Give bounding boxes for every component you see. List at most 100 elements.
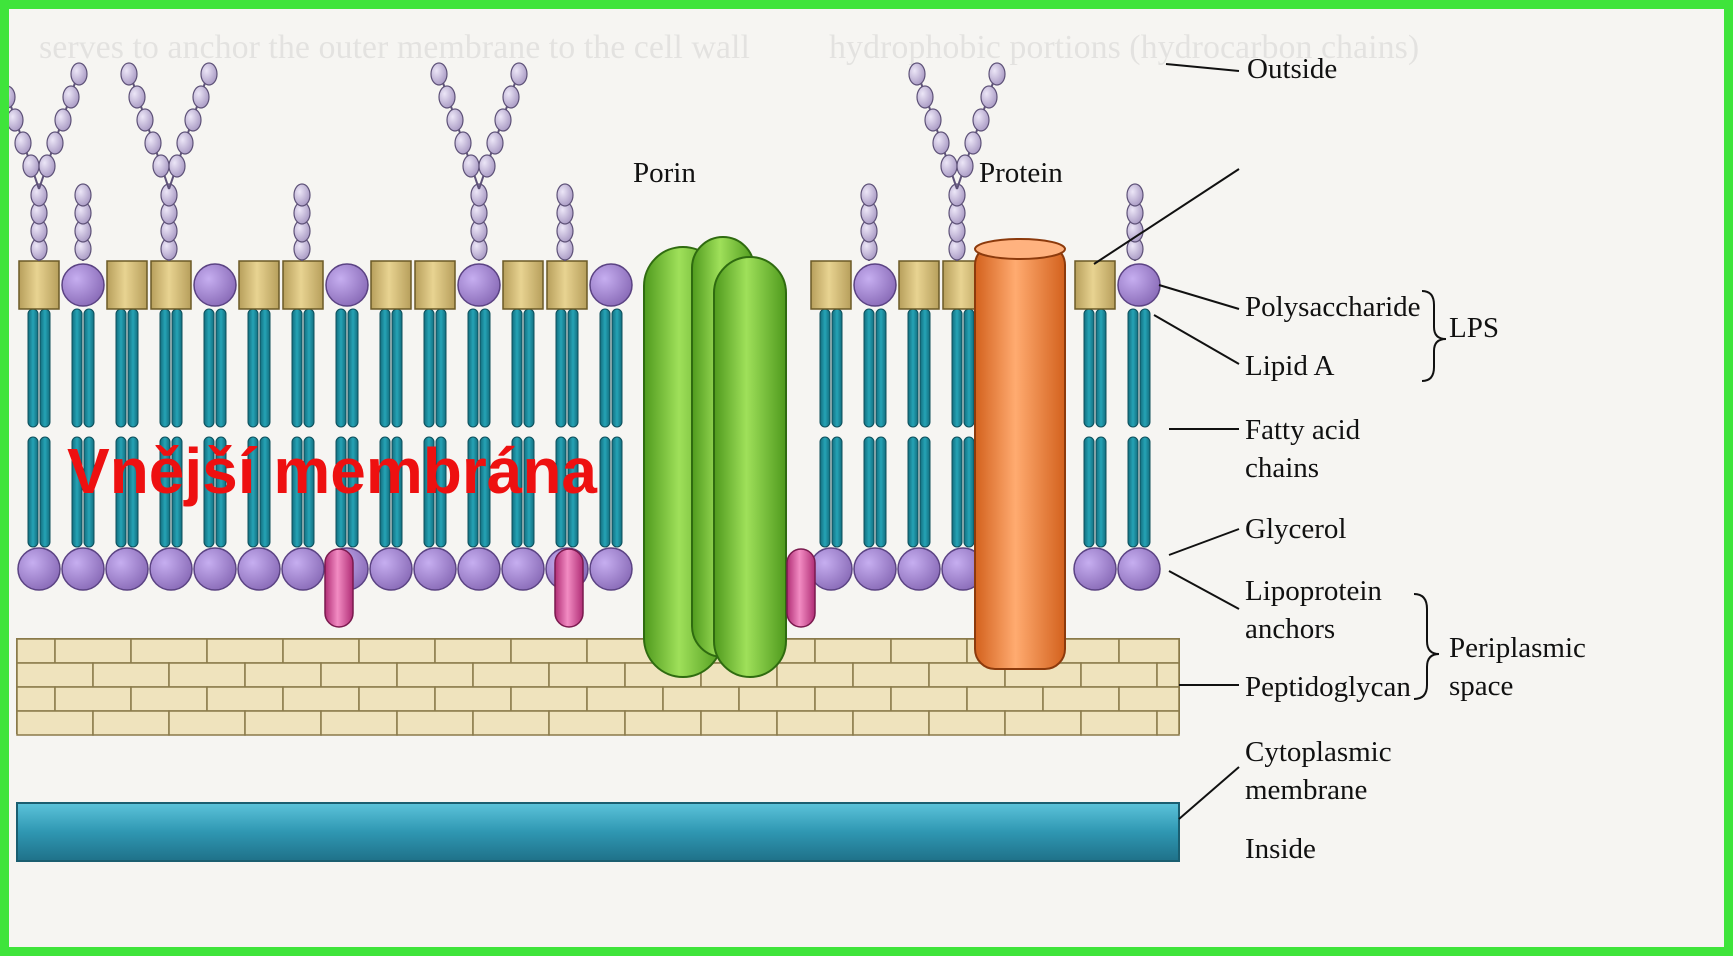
peptidoglycan-brick	[701, 711, 777, 735]
label-porin: Porin	[633, 159, 696, 188]
polysaccharide-bead	[487, 132, 503, 154]
polysaccharide-bead	[463, 155, 479, 177]
peptidoglycan-brick	[739, 687, 815, 711]
peptidoglycan-brick	[663, 687, 739, 711]
label-polysaccharide: Polysaccharide	[1245, 293, 1421, 322]
phospholipid-head	[326, 264, 368, 306]
polysaccharide-chain	[75, 184, 91, 261]
peptidoglycan-brick	[93, 711, 169, 735]
fatty-acid-tail	[380, 309, 390, 427]
glycerol-head	[282, 548, 324, 590]
fatty-acid-tail	[28, 437, 38, 547]
polysaccharide-bead	[431, 63, 447, 85]
peptidoglycan-brick	[1081, 663, 1157, 687]
polysaccharide-bead	[294, 184, 310, 206]
label-fatty-acid-chains: Fatty acid chains	[1245, 411, 1360, 487]
periplasmic-brace	[1414, 594, 1439, 699]
glycerol-head	[370, 548, 412, 590]
fatty-acid-tail	[72, 309, 82, 427]
phospholipid-head	[62, 264, 104, 306]
fatty-acid-tail	[832, 437, 842, 547]
peptidoglycan-brick	[1081, 711, 1157, 735]
peptidoglycan-brick	[17, 711, 93, 735]
fatty-acid-tail	[172, 309, 182, 427]
glycerol-head	[854, 548, 896, 590]
peptidoglycan-brick	[17, 639, 55, 663]
fatty-acid-tail	[964, 309, 974, 427]
fatty-acid-tail	[612, 437, 622, 547]
polysaccharide-bead	[447, 109, 463, 131]
phospholipid-head	[590, 264, 632, 306]
label-protein: Protein	[979, 159, 1063, 188]
fatty-acid-tail	[832, 309, 842, 427]
peptidoglycan-brick	[1157, 711, 1179, 735]
polysaccharide-bead	[495, 109, 511, 131]
fatty-acid-tail	[920, 437, 930, 547]
lipid-a-block	[151, 261, 191, 309]
fatty-acid-tail	[612, 309, 622, 427]
polysaccharide-bead	[503, 86, 519, 108]
polysaccharide-bead	[439, 86, 455, 108]
overlay-title: Vnější membrána	[67, 439, 597, 503]
polysaccharide-chain	[557, 184, 573, 261]
polysaccharide-bead	[941, 155, 957, 177]
polysaccharide-bead	[455, 132, 471, 154]
lipid-a-block	[503, 261, 543, 309]
peptidoglycan-brick	[17, 687, 55, 711]
peptidoglycan-brick	[967, 687, 1043, 711]
peptidoglycan-brick	[777, 711, 853, 735]
fatty-acid-tail	[392, 309, 402, 427]
fatty-acid-tail	[908, 437, 918, 547]
fatty-acid-tail	[600, 437, 610, 547]
fatty-acid-tail	[304, 309, 314, 427]
peptidoglycan-brick	[17, 663, 93, 687]
label-periplasmic-line1: Periplasmic	[1449, 629, 1586, 667]
label-cytoplasmic-line2: membrane	[1245, 771, 1392, 809]
label-cytoplasmic-membrane: Cytoplasmic membrane	[1245, 733, 1392, 809]
polysaccharide-bead	[479, 155, 495, 177]
polysaccharide-bead	[55, 109, 71, 131]
peptidoglycan-brick	[435, 639, 511, 663]
polysaccharide-bead	[63, 86, 79, 108]
fatty-acid-tail	[40, 309, 50, 427]
peptidoglycan-brick	[93, 663, 169, 687]
polysaccharide-bead	[185, 109, 201, 131]
polysaccharide-bead	[23, 155, 39, 177]
polysaccharide-chain	[1127, 184, 1143, 261]
fatty-acid-tail	[512, 309, 522, 427]
peptidoglycan-brick	[245, 663, 321, 687]
fatty-acid-tail	[1140, 437, 1150, 547]
peptidoglycan-brick	[321, 663, 397, 687]
fatty-acid-tail	[568, 309, 578, 427]
fatty-acid-tail	[920, 309, 930, 427]
label-lipid-a: Lipid A	[1245, 352, 1334, 381]
fatty-acid-tail	[468, 309, 478, 427]
peptidoglycan-brick	[283, 687, 359, 711]
glycerol-head	[62, 548, 104, 590]
lipid-a-block	[283, 261, 323, 309]
peptidoglycan-brick	[131, 639, 207, 663]
label-periplasmic-space: Periplasmic space	[1449, 629, 1586, 705]
polysaccharide-chain	[431, 63, 527, 261]
fatty-acid-tail	[1128, 309, 1138, 427]
peptidoglycan-brick	[1157, 663, 1179, 687]
polysaccharide-bead	[925, 109, 941, 131]
fatty-acid-tail	[820, 309, 830, 427]
polysaccharide-bead	[71, 63, 87, 85]
fatty-acid-tail	[28, 309, 38, 427]
glycerol-head	[1118, 548, 1160, 590]
fatty-acid-tail	[876, 437, 886, 547]
peptidoglycan-brick	[435, 687, 511, 711]
polysaccharide-chain	[294, 184, 310, 261]
cytoplasmic-membrane	[17, 803, 1179, 861]
polysaccharide-bead	[121, 63, 137, 85]
fatty-acid-tail	[260, 309, 270, 427]
lipid-a-block	[371, 261, 411, 309]
peptidoglycan-brick	[891, 639, 967, 663]
fatty-acid-tail	[160, 309, 170, 427]
polysaccharide-bead	[169, 155, 185, 177]
peptidoglycan-brick	[777, 663, 853, 687]
polysaccharide-chain	[861, 184, 877, 261]
label-periplasmic-line2: space	[1449, 667, 1586, 705]
